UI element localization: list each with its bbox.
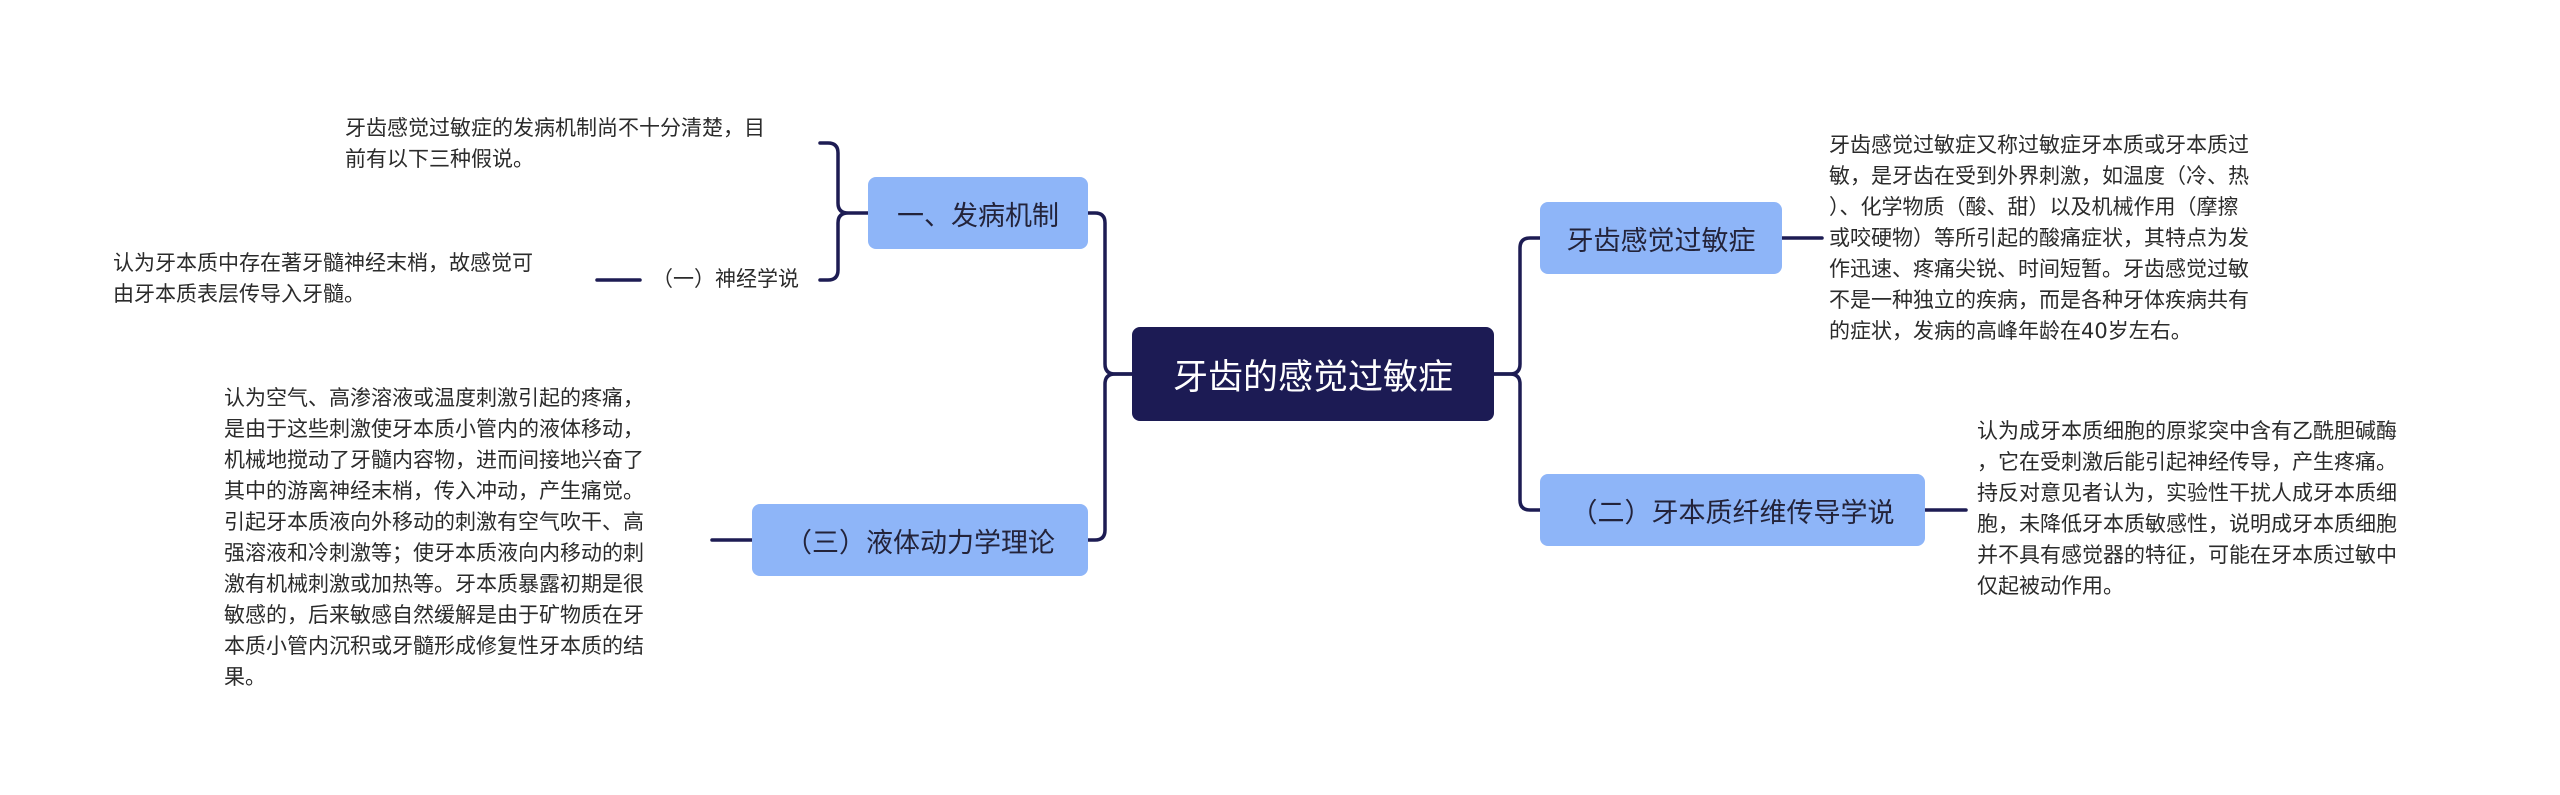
connector-root-fiber	[1492, 372, 1542, 512]
text-line: 引起牙本质液向外移动的刺激有空气吹干、高	[224, 510, 644, 534]
text-line: 认为牙本质中存在著牙髓神经末梢，故感觉可	[113, 251, 533, 275]
text-line: 认为成牙本质细胞的原浆突中含有乙酰胆碱酶	[1977, 419, 2397, 443]
branch-mechanism-label: 一、发病机制	[897, 200, 1059, 232]
text-line: 胞，未降低牙本质敏感性，说明成牙本质细胞	[1977, 512, 2397, 536]
text-line: 敏感的，后来敏感自然缓解是由于矿物质在牙	[224, 603, 644, 627]
connector-root-hydrodynamic	[1086, 372, 1134, 542]
text-line: 或咬硬物）等所引起的酸痛症状，其特点为发	[1829, 226, 2249, 250]
text-line: 仅起被动作用。	[1977, 574, 2124, 598]
text-line: 果。	[224, 665, 266, 689]
neural-theory-label[interactable]: （一）神经学说	[652, 267, 799, 291]
branch-hydrodynamic-label: （三）液体动力学理论	[785, 527, 1055, 559]
branch-fiber[interactable]: （二）牙本质纤维传导学说	[1540, 474, 1925, 546]
connector-root-definition	[1492, 236, 1542, 376]
text-line: 激有机械刺激或加热等。牙本质暴露初期是很	[224, 572, 644, 596]
text-line: 机械地搅动了牙髓内容物，进而间接地兴奋了	[224, 448, 644, 472]
text-line: 其中的游离神经末梢，传入冲动，产生痛觉。	[224, 479, 644, 503]
text-line: 的症状，发病的高峰年龄在40岁左右。	[1829, 319, 2192, 343]
text-line: 不是一种独立的疾病，而是各种牙体疾病共有	[1829, 288, 2249, 312]
branch-mechanism[interactable]: 一、发病机制	[868, 177, 1088, 249]
text-line: 是由于这些刺激使牙本质小管内的液体移动，	[224, 417, 644, 441]
definition-text: 牙齿感觉过敏症又称过敏症牙本质或牙本质过 敏，是牙齿在受到外界刺激，如温度（冷、…	[1829, 130, 2309, 347]
text-line: 牙齿感觉过敏症又称过敏症牙本质或牙本质过	[1829, 133, 2249, 157]
text-line: 强溶液和冷刺激等；使牙本质液向内移动的刺	[224, 541, 644, 565]
text-line: 作迅速、疼痛尖锐、时间短暂。牙齿感觉过敏	[1829, 257, 2249, 281]
neural-theory-text: 认为牙本质中存在著牙髓神经末梢，故感觉可 由牙本质表层传导入牙髓。	[113, 248, 593, 310]
mechanism-intro-text: 牙齿感觉过敏症的发病机制尚不十分清楚，目 前有以下三种假说。	[345, 113, 825, 175]
text-line: 本质小管内沉积或牙髓形成修复性牙本质的结	[224, 634, 644, 658]
hydrodynamic-text: 认为空气、高渗溶液或温度刺激引起的疼痛， 是由于这些刺激使牙本质小管内的液体移动…	[224, 383, 714, 693]
text-line: ）、化学物质（酸、甜）以及机械作用（摩擦	[1829, 195, 2239, 219]
text-line: 并不具有感觉器的特征，可能在牙本质过敏中	[1977, 543, 2397, 567]
text-line: 认为空气、高渗溶液或温度刺激引起的疼痛，	[224, 386, 644, 410]
connector-mechanism-children	[818, 141, 870, 282]
text-line: 持反对意见者认为，实验性干扰人成牙本质细	[1977, 481, 2397, 505]
text-line: 敏，是牙齿在受到外界刺激，如温度（冷、热	[1829, 164, 2249, 188]
text-line: ，它在受刺激后能引起神经传导，产生疼痛。	[1977, 450, 2397, 474]
branch-hydrodynamic[interactable]: （三）液体动力学理论	[752, 504, 1088, 576]
text-line: 由牙本质表层传导入牙髓。	[113, 282, 365, 306]
root-label: 牙齿的感觉过敏症	[1172, 357, 1453, 398]
root-node[interactable]: 牙齿的感觉过敏症	[1132, 327, 1494, 421]
connector-root-mechanism	[1086, 211, 1134, 376]
branch-definition-label: 牙齿感觉过敏症	[1566, 225, 1756, 257]
branch-definition[interactable]: 牙齿感觉过敏症	[1540, 202, 1782, 274]
text-line: 前有以下三种假说。	[345, 147, 534, 171]
fiber-text: 认为成牙本质细胞的原浆突中含有乙酰胆碱酶 ，它在受刺激后能引起神经传导，产生疼痛…	[1977, 416, 2477, 602]
text-line: 牙齿感觉过敏症的发病机制尚不十分清楚，目	[345, 116, 765, 140]
branch-fiber-label: （二）牙本质纤维传导学说	[1570, 497, 1895, 529]
